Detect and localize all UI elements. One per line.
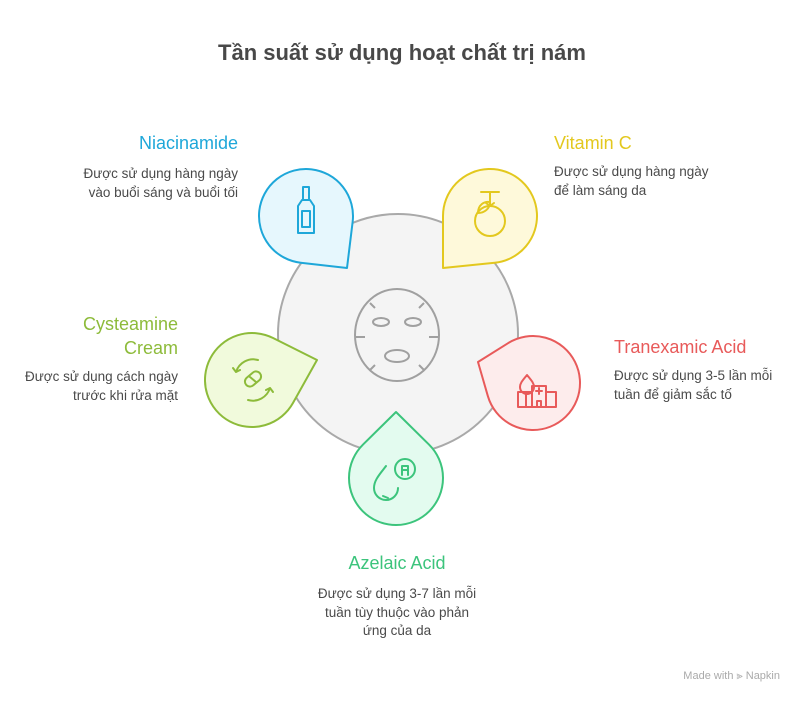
item-tranexamic-acid: Tranexamic Acid Được sử dụng 3-5 lần mỗi…	[614, 335, 784, 404]
teardrop-shape	[442, 168, 538, 269]
diagram-title: Tần suất sử dụng hoạt chất trị nám	[218, 40, 586, 65]
blood-drop-hospital-icon	[517, 374, 557, 408]
item-desc: Được sử dụng 3-5 lần mỗi tuần để giảm sắ…	[614, 368, 773, 402]
drop-tranexamic-acid	[477, 335, 581, 431]
item-title: Azelaic Acid	[348, 553, 446, 573]
teardrop-shape	[204, 332, 318, 428]
pill-cycle-icon	[232, 358, 274, 402]
orange-fruit-icon	[474, 191, 506, 237]
item-azelaic-acid: Azelaic Acid Được sử dụng 3-7 lần mỗi tu…	[297, 551, 497, 641]
item-cysteamine-cream: Cysteamine Cream Được sử dụng cách ngày …	[0, 312, 178, 405]
item-title: Cysteamine Cream	[82, 314, 178, 358]
item-title: Vitamin C	[554, 133, 632, 153]
acid-drop-icon	[373, 458, 416, 501]
made-with-napkin-footer: Made with ⫸ Napkin	[683, 670, 780, 682]
nail-polish-icon	[297, 186, 315, 234]
drop-vitamin-c	[442, 168, 538, 269]
drop-niacinamide	[258, 168, 354, 269]
face-mask-icon	[354, 288, 440, 382]
teardrop-shape	[258, 168, 354, 269]
item-desc: Được sử dụng cách ngày trước khi rửa mặt	[24, 369, 178, 403]
item-vitamin-c: Vitamin C Được sử dụng hàng ngày để làm …	[554, 131, 714, 200]
item-title: Tranexamic Acid	[614, 337, 747, 357]
item-niacinamide: Niacinamide Được sử dụng hàng ngày vào b…	[38, 131, 238, 202]
item-desc: Được sử dụng hàng ngày để làm sáng da	[554, 164, 709, 198]
drop-azelaic-acid	[348, 411, 444, 526]
drop-cysteamine-cream	[204, 332, 318, 428]
item-title: Niacinamide	[138, 133, 238, 153]
item-desc: Được sử dụng hàng ngày vào buổi sáng và …	[83, 166, 238, 200]
item-desc: Được sử dụng 3-7 lần mỗi tuần tùy thuộc …	[317, 586, 477, 638]
